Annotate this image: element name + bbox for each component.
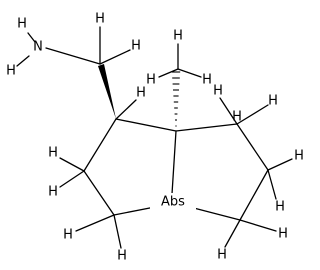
atom-h-c7-b: H (268, 94, 278, 109)
atom-h-c7-a: H (213, 84, 223, 99)
bond-c6-h-b (267, 169, 277, 200)
bond-c6-h-a (267, 158, 293, 171)
bond-c7a-n (171, 130, 177, 195)
atom-h-ch2-a: H (95, 12, 105, 27)
bond-c2-c1 (83, 118, 117, 172)
atom-h-c7-c: H (232, 110, 242, 125)
bond-methyl-h-left (158, 68, 179, 78)
bond-layer (16, 26, 293, 249)
bond-c7-h-a (219, 97, 238, 125)
bond-n-h-bottom (16, 55, 30, 67)
bond-n-ch2 (45, 47, 101, 65)
atom-h-c6-b: H (275, 200, 285, 215)
bridge-label-backdrop (150, 193, 196, 211)
bond-c6-c5 (239, 169, 269, 221)
bond-c3-h-b (113, 214, 122, 249)
atom-h-c3-a: H (63, 228, 73, 243)
bond-c7-c6 (236, 123, 269, 171)
atom-n-amine: N (33, 40, 43, 55)
bond-c3-c2 (83, 170, 115, 216)
atom-h-methyl-right: H (202, 73, 212, 88)
atom-h-amine-bottom: H (6, 64, 16, 79)
bond-c7-h-b (236, 104, 269, 125)
bond-c5-h-b (239, 219, 277, 232)
bond-c3-h-a (75, 214, 115, 232)
bond-c5-h-a (224, 219, 241, 248)
atom-h-c5-a: H (217, 248, 227, 263)
atom-h-c2-b: H (48, 185, 58, 200)
atom-bridge-label: Abs (161, 195, 185, 210)
wedge-bond-c1-ch2 (98, 64, 116, 119)
atom-h-c6-a: H (294, 149, 304, 164)
atom-h-ch2-b: H (131, 39, 141, 54)
atom-h-amine-top: H (17, 17, 27, 32)
bond-c1-c7a (115, 118, 177, 132)
bond-c7a-c7 (175, 123, 238, 132)
atom-h-c5-b: H (278, 227, 288, 242)
bond-ch2-h-b (99, 49, 131, 65)
bond-c2-h-b (59, 170, 85, 188)
atom-h-c1: H (136, 86, 146, 101)
atom-h-methyl-top: H (173, 29, 183, 44)
atom-h-methyl-left: H (146, 73, 156, 88)
bond-c2-h-a (59, 157, 85, 172)
bond-n-h-top (27, 32, 36, 43)
bond-methyl-h-right (177, 68, 202, 78)
hashed-bond-c7a-methyl (171, 71, 181, 127)
atom-h-c3-b: H (117, 249, 127, 264)
atom-label-layer: H N H H H H H H H H H H H H H H H H H H … (6, 12, 304, 264)
atom-h-c2-a: H (48, 146, 58, 161)
bond-c1-h (115, 99, 137, 120)
